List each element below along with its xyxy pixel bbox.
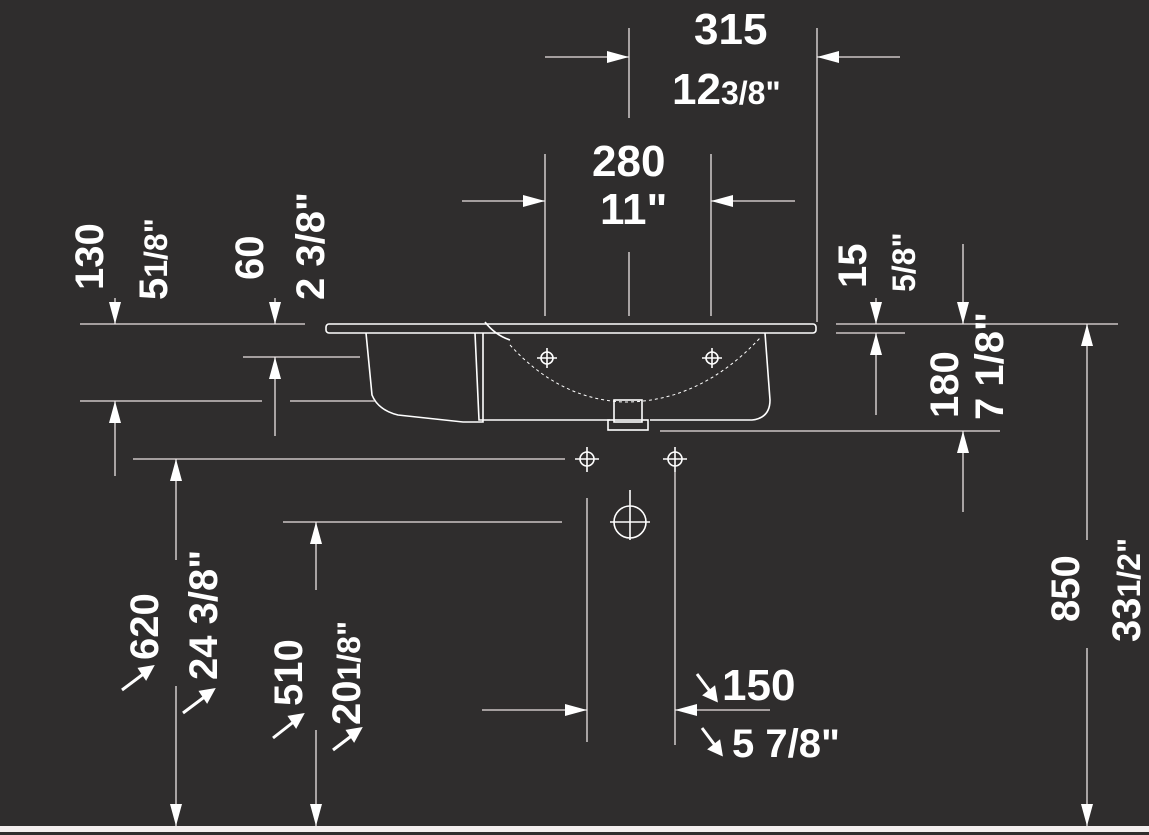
dim-280-inch: 11" bbox=[600, 185, 667, 234]
floor-line bbox=[0, 826, 1149, 832]
arrowheads bbox=[109, 51, 1093, 826]
dim-180-inch: 7 1/8" bbox=[968, 312, 1012, 420]
dim-150-mm: 150 bbox=[722, 661, 795, 710]
dim-315-mm: 315 bbox=[694, 5, 767, 54]
dim-60-inch: 2 3/8" bbox=[289, 192, 333, 300]
dim-850-inch: 331/2" bbox=[1105, 538, 1149, 642]
dim-850-inch-whole: 33 bbox=[1105, 598, 1149, 643]
dim-280-mm: 280 bbox=[592, 137, 665, 186]
dim-130-mm: 130 bbox=[68, 223, 112, 290]
dim-130-inch: 51/8" bbox=[132, 218, 176, 300]
dim-315-inch-frac: 3/8" bbox=[721, 75, 781, 111]
dim-620-mm: 620 bbox=[123, 593, 167, 660]
dim-510-inch: 201/8" bbox=[325, 621, 369, 725]
fittings bbox=[575, 447, 687, 540]
dim-180-mm: 180 bbox=[923, 351, 967, 418]
dim-315-inch: 123/8" bbox=[672, 65, 781, 114]
dim-850-mm: 850 bbox=[1044, 555, 1088, 622]
dimension-lines bbox=[80, 28, 1118, 826]
dim-850-inch-frac: 1/2" bbox=[1111, 538, 1147, 598]
dim-510-mm: 510 bbox=[267, 639, 311, 706]
dim-130-inch-frac: 1/8" bbox=[138, 218, 174, 278]
dim-130-inch-whole: 5 bbox=[132, 278, 176, 300]
dim-150-inch: 5 7/8" bbox=[732, 722, 840, 766]
dim-60-mm: 60 bbox=[228, 236, 272, 281]
dim-15-inch: 5/8" bbox=[886, 232, 922, 292]
pointer-arrows bbox=[121, 665, 723, 757]
dim-620-inch: 24 3/8" bbox=[182, 550, 226, 680]
basin-outline bbox=[325, 321, 817, 431]
dim-510-inch-frac: 1/8" bbox=[331, 621, 367, 681]
dim-15-mm: 15 bbox=[831, 244, 875, 289]
dim-315-inch-whole: 12 bbox=[672, 65, 721, 114]
dim-510-inch-whole: 20 bbox=[325, 681, 369, 726]
